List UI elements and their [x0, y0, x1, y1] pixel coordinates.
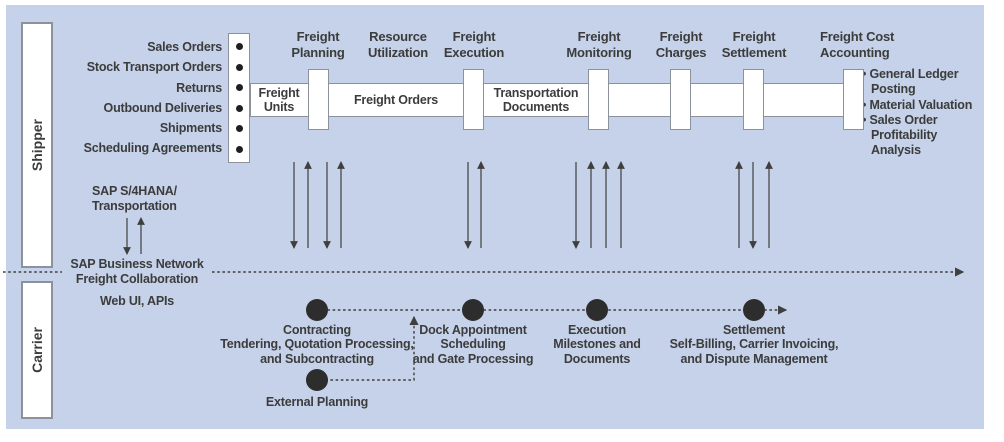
- list-item: Stock Transport Orders: [86, 60, 222, 75]
- node-label-settlement: Settlement Self-Billing, Carrier Invoici…: [669, 323, 839, 366]
- list-item: Shipments: [159, 121, 222, 136]
- business-network-label: SAP Business Network Freight Collaborati…: [70, 257, 204, 286]
- node-label-dock-appointment: Dock Appointment Scheduling and Gate Pro…: [412, 323, 534, 366]
- phase-connector-box: [743, 69, 764, 130]
- phase-header-freight-settlement: Freight Settlement: [721, 29, 787, 60]
- carrier-lane-box: Carrier: [21, 281, 53, 419]
- phase-connector-box: [670, 69, 691, 130]
- web-ui-apis-label: Web UI, APIs: [99, 294, 174, 308]
- phase-header-freight-planning: Freight Planning: [291, 29, 345, 60]
- list-item: Sales Order Profitability Analysis: [862, 113, 984, 159]
- list-item: Scheduling Agreements: [83, 141, 223, 156]
- bullet-dot-icon: [235, 104, 243, 112]
- phase-header-resource-utilization: Resource Utilization: [368, 29, 428, 60]
- phase-header-freight-cost-accounting: Freight Cost Accounting: [820, 29, 895, 60]
- phase-connector-box: [588, 69, 609, 130]
- shipper-lane-box: Shipper: [21, 22, 53, 268]
- bullet-dot-icon: [235, 84, 243, 92]
- bullet-dot-icon: [235, 125, 243, 133]
- phase-connector-box: [843, 69, 864, 130]
- list-item: Material Valuation: [862, 98, 984, 113]
- list-item: Sales Orders: [147, 40, 222, 54]
- bullet-dot-icon: [235, 43, 243, 50]
- phase-connector-box: [308, 69, 329, 130]
- bullet-dot-icon: [235, 145, 243, 153]
- node-label-contracting: Contracting Tendering, Quotation Process…: [220, 323, 414, 366]
- financial-outputs-list: General Ledger Posting Material Valuatio…: [862, 67, 984, 159]
- phase-header-freight-execution: Freight Execution: [443, 29, 505, 60]
- phase-header-freight-monitoring: Freight Monitoring: [566, 29, 632, 60]
- s4hana-label: SAP S/4HANA/ Transportation: [92, 184, 177, 213]
- phase-connector-box: [463, 69, 484, 130]
- bullet-dot-icon: [235, 63, 243, 71]
- phase-header-freight-charges: Freight Charges: [655, 29, 707, 60]
- transportation-documents-label: Transportation Documents: [493, 86, 579, 114]
- carrier-lane-label: Carrier: [29, 327, 45, 373]
- list-item: Outbound Deliveries: [103, 100, 223, 115]
- node-label-external-planning: External Planning: [265, 395, 369, 409]
- list-item: General Ledger Posting: [862, 67, 984, 98]
- freight-units-label: Freight Units: [258, 86, 300, 114]
- node-label-execution: Execution Milestones and Documents: [553, 323, 641, 366]
- freight-orders-label: Freight Orders: [353, 93, 439, 107]
- input-connector-box: [228, 33, 250, 163]
- shipper-input-list: Sales Orders Stock Transport Orders Retu…: [40, 37, 223, 159]
- diagram-background-panel: [6, 5, 984, 429]
- list-item: Returns: [176, 80, 222, 95]
